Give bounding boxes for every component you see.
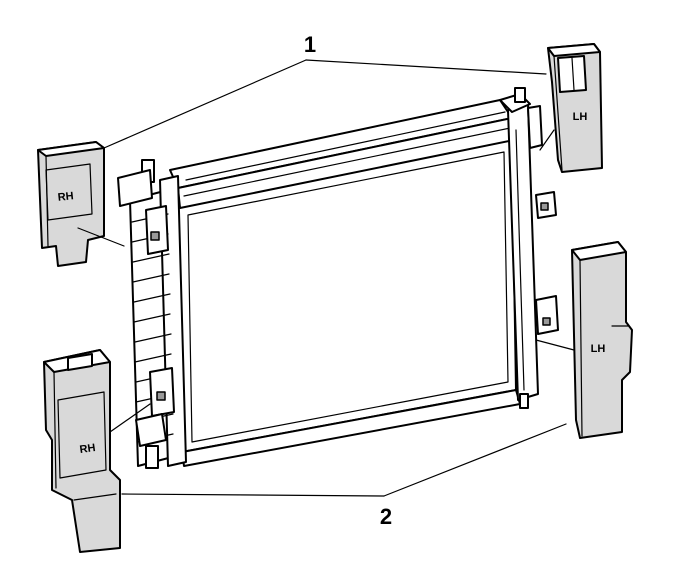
lh-tank-drain-post — [519, 393, 529, 409]
lh-tank-seam — [515, 129, 525, 391]
rh-tank-upper-clip — [145, 205, 169, 255]
upper-rh-deflector-edge — [45, 155, 49, 247]
leader-line-2-to-lower-lh — [383, 423, 567, 497]
lh-tank-upper-fitting — [527, 105, 543, 149]
callout-1: 1 — [304, 32, 316, 57]
lh-tank-bracket-hole — [540, 202, 549, 211]
callout-2: 2 — [380, 504, 392, 529]
rh-tank-upper-fitting — [117, 169, 153, 207]
lower-lh-air-deflector: LH — [571, 241, 633, 439]
rh-tank-lower-fitting — [135, 413, 167, 447]
rh-tank-clip-hole — [156, 391, 166, 401]
upper-lh-deflector-top-face — [547, 43, 601, 57]
rh-tank-clip-hole — [150, 231, 160, 241]
top-rail-detail-line — [183, 127, 511, 197]
rh-tank-lower-hose-neck — [145, 445, 159, 469]
upper-lh-deflector-edge — [553, 55, 563, 171]
radiator-assembly — [117, 87, 559, 469]
leader-line-2-to-lower-rh — [121, 493, 385, 497]
lh-tank-filler-neck — [514, 87, 526, 103]
lower-rh-deflector-fold — [73, 493, 117, 501]
leader-lower-rh-to-tank — [109, 403, 151, 433]
upper-rh-air-deflector: RH — [37, 141, 105, 267]
lower-lh-deflector-top-face — [571, 241, 627, 261]
radiator-core-inner-edge — [187, 151, 509, 443]
lower-rh-deflector-tab — [67, 353, 93, 371]
leader-line-1-to-upper-rh — [103, 59, 307, 149]
lower-rh-deflector-recess — [57, 391, 107, 479]
lower-rh-deflector-edge — [53, 371, 57, 489]
lower-rh-deflector-label: RH — [79, 442, 96, 456]
lower-lh-deflector-label: LH — [591, 343, 606, 355]
leader-lines — [77, 59, 575, 497]
upper-lh-deflector-label: LH — [573, 111, 588, 123]
leader-line-1-to-upper-lh — [305, 59, 547, 75]
lh-tank-bracket-hole — [542, 317, 551, 326]
leader-upper-rh-to-tank — [77, 227, 125, 247]
lower-lh-deflector-edge — [579, 259, 583, 437]
leader-lower-lh-to-tank — [535, 339, 575, 351]
lh-tank-lower-bracket — [535, 295, 559, 335]
upper-lh-air-deflector: LH — [547, 43, 603, 173]
upper-lh-deflector-slot-divider — [571, 57, 575, 91]
lower-rh-air-deflector: RH — [43, 349, 121, 553]
upper-rh-deflector-label: RH — [57, 190, 74, 204]
leader-upper-lh-to-tank — [539, 129, 555, 151]
top-rail-detail-line — [185, 111, 506, 181]
upper-lh-deflector-slot — [557, 55, 587, 93]
